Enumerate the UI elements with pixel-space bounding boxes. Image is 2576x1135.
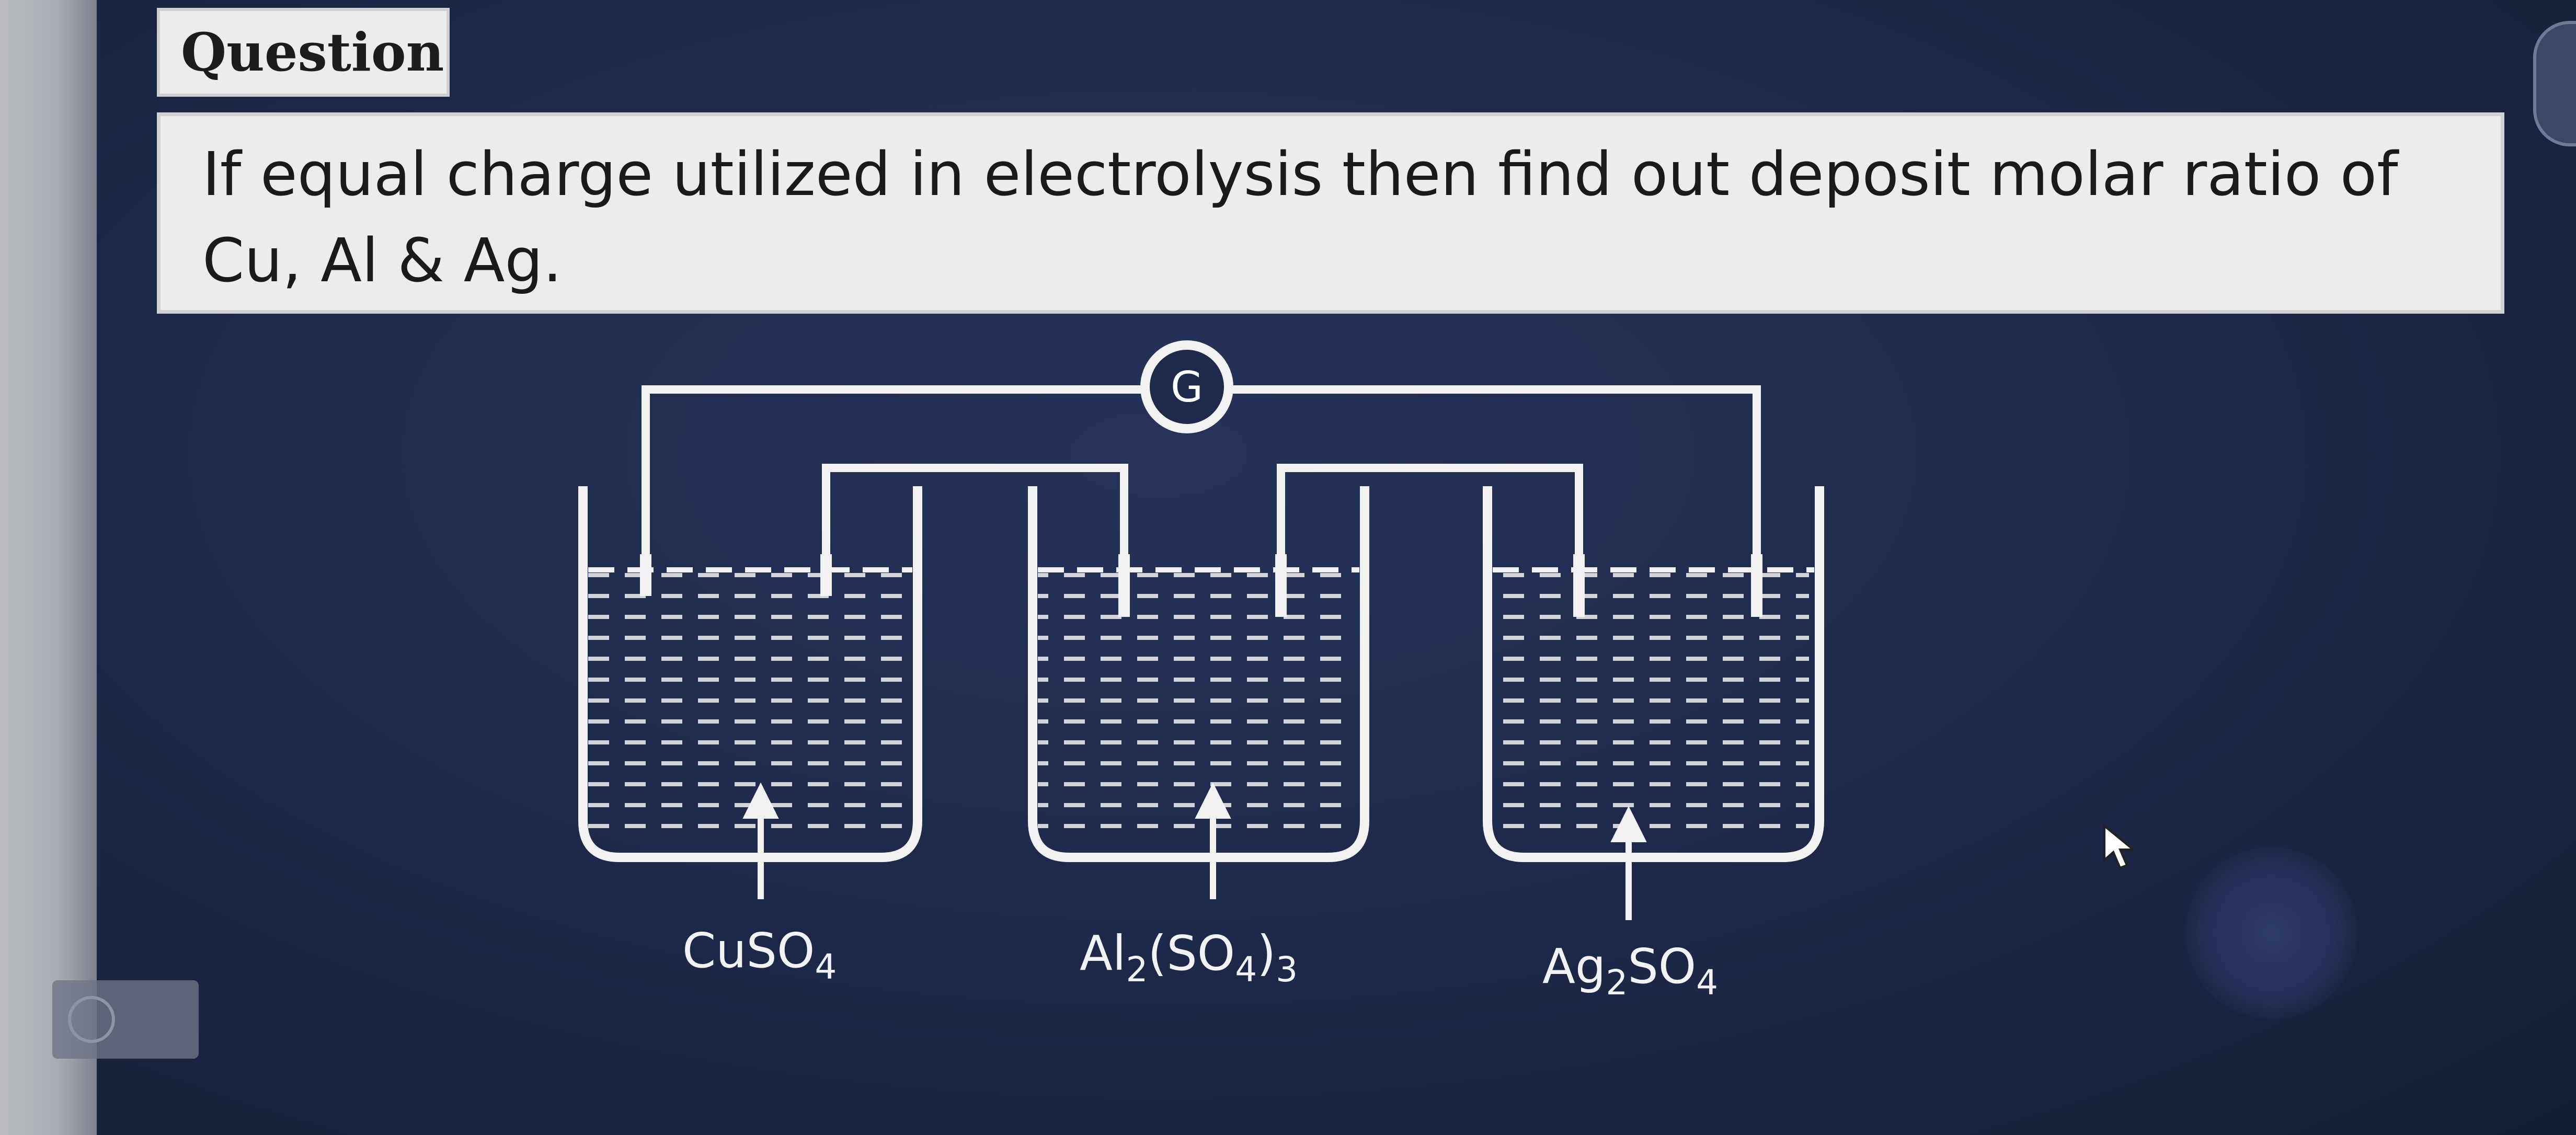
connector-wire-2-3 [1277,464,1583,578]
label-ag2so4: Ag2SO4 [1542,938,1718,1003]
beaker-ag2so4 [1483,486,1824,862]
monitor-bezel [0,0,97,1135]
pointer-arrows [742,782,1647,920]
question-tab[interactable]: Question [157,8,450,97]
question-tab-label: Question [181,21,444,83]
beaker-al2so43 [1028,486,1369,862]
outer-circuit-wire [642,385,1761,570]
question-text: If equal charge utilized in electrolysis… [202,140,2398,296]
label-cuso4: CuSO4 [682,923,837,987]
label-al2so43: Al2(SO4)3 [1080,925,1298,990]
connector-wire-1-2 [822,464,1128,578]
blurred-screen-glare [2185,847,2358,1019]
beaker-cuso4 [578,486,922,862]
mouse-cursor-icon [2103,823,2136,869]
question-box: If equal charge utilized in electrolysis… [157,112,2504,314]
galvanometer-icon: G [1140,340,1233,433]
galvanometer-label: G [1171,363,1203,411]
electrodes [640,554,1762,617]
badge-circle-icon [68,996,115,1043]
